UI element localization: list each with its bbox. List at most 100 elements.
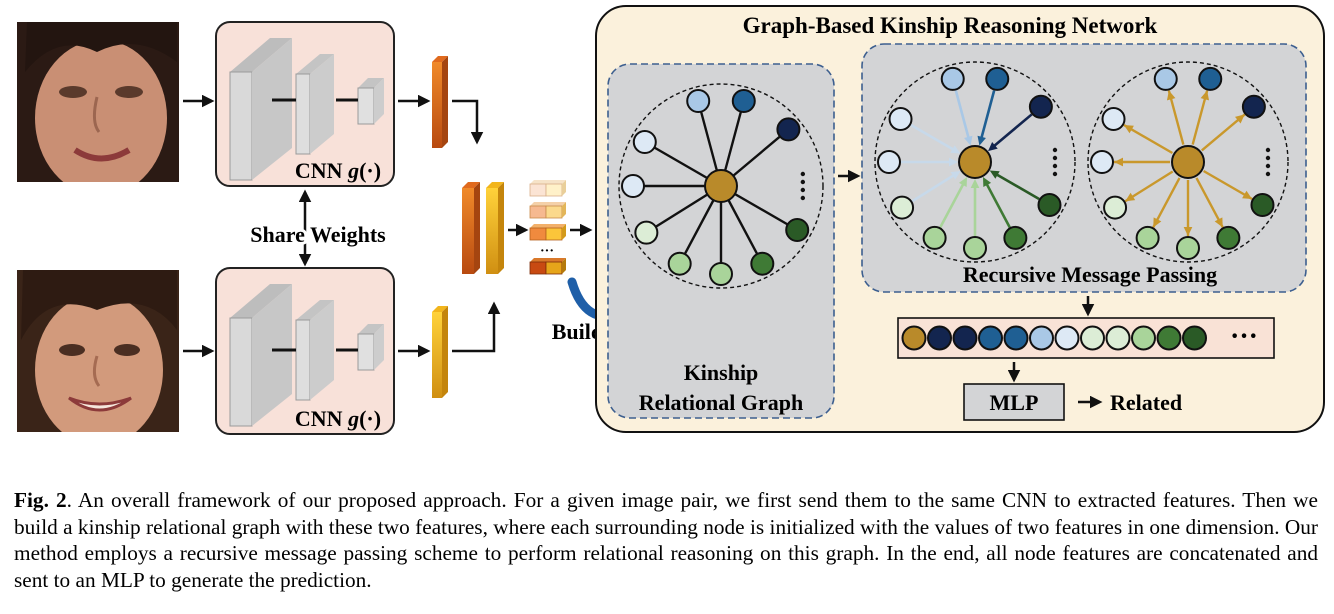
node-feature-circle — [1156, 325, 1182, 351]
outgoing-message-edge — [1202, 169, 1253, 201]
node-feature-circle — [978, 325, 1003, 351]
graph-node — [1003, 225, 1028, 250]
incoming-message-arrowhead — [988, 141, 998, 152]
incoming-message-arrowhead — [950, 171, 961, 180]
outgoing-message-arrowhead — [1214, 217, 1223, 228]
outgoing-message-arrowhead — [1166, 90, 1176, 101]
graph-node — [632, 130, 657, 154]
graph-node — [1037, 193, 1062, 217]
graph-ellipsis-dot — [1265, 163, 1271, 169]
outgoing-message-edge — [1191, 90, 1209, 145]
face-image-top — [17, 22, 179, 182]
graph-ellipsis-dot — [1265, 171, 1271, 177]
caption-text: . An overall framework of our proposed a… — [14, 488, 1319, 592]
incoming-message-arrowhead — [964, 135, 973, 146]
graph-node — [890, 195, 915, 220]
graph-node — [1176, 236, 1200, 260]
output-label: Related — [1110, 390, 1182, 415]
incoming-message-edge — [954, 90, 971, 142]
graph-ellipsis-dot — [1265, 155, 1271, 161]
graph-node — [985, 66, 1010, 91]
graph-node — [776, 117, 801, 142]
incoming-message-arrowhead — [977, 135, 986, 146]
node-feature-circle — [1131, 325, 1156, 351]
graph-node — [621, 174, 645, 198]
graph-node — [1028, 94, 1053, 119]
share-weights-label: Share Weights — [250, 222, 386, 247]
graph-node — [667, 251, 692, 276]
outgoing-message-edge — [1152, 177, 1181, 228]
mlp-box — [963, 383, 1065, 421]
message-passing-broadcast-graph — [1087, 61, 1289, 263]
graph-node — [785, 218, 810, 242]
graph-node — [731, 88, 756, 113]
graph-node — [1250, 193, 1275, 217]
outgoing-message-arrowhead — [1242, 190, 1253, 199]
incoming-message-edge — [911, 172, 958, 203]
figure-caption: Fig. 2. An overall framework of our prop… — [14, 487, 1318, 593]
incoming-message-arrowhead — [982, 177, 992, 188]
graph-node — [940, 66, 965, 91]
graph-boundary — [618, 83, 824, 289]
node-feature-circle — [1003, 325, 1029, 351]
incoming-message-arrowhead — [950, 145, 961, 154]
incoming-message-edge — [939, 180, 966, 228]
network-title: Graph-Based Kinship Reasoning Network — [743, 13, 1158, 38]
caption-label: Fig. 2 — [14, 488, 67, 512]
graph-node — [1216, 225, 1241, 250]
incoming-message-edge — [991, 113, 1033, 149]
outgoing-message-edge — [1124, 170, 1174, 203]
graph-node — [1153, 66, 1178, 91]
incoming-message-arrowhead — [958, 177, 968, 188]
kinship-relational-graph — [618, 83, 824, 289]
graph-node — [877, 150, 901, 174]
node-feature-ellipsis: ··· — [1230, 321, 1258, 352]
graph-node — [1241, 94, 1266, 119]
graph-ellipsis-dot — [800, 195, 806, 201]
cnn-label-top: CNN g(·) — [295, 158, 381, 183]
node-feature-circle — [901, 325, 927, 351]
outgoing-message-arrowhead — [1200, 90, 1210, 101]
graph-node — [1101, 107, 1126, 131]
feature-vector-bottom — [432, 306, 448, 398]
node-feature-circle — [952, 325, 978, 351]
graph-ellipsis-dot — [800, 171, 806, 177]
node-feature-circle — [1080, 325, 1105, 351]
node-feature-circle — [1029, 325, 1054, 351]
graph-boundary — [1087, 61, 1289, 263]
incoming-message-edge — [984, 180, 1011, 228]
outgoing-message-edge — [1123, 123, 1174, 155]
outgoing-message-arrowhead — [1114, 157, 1124, 167]
outgoing-message-arrowhead — [1125, 192, 1136, 202]
outgoing-message-arrowhead — [1183, 226, 1193, 236]
graph-node — [922, 225, 947, 250]
node-feature-circle — [927, 325, 952, 351]
incoming-message-arrowhead — [970, 179, 980, 189]
outgoing-message-edge — [1195, 177, 1224, 228]
cnn-label-bottom: CNN g(·) — [295, 406, 381, 431]
node-feature-circle — [1105, 325, 1131, 351]
graph-node — [963, 236, 987, 260]
graph-node — [1103, 195, 1128, 220]
kinship-graph-label-line1: Kinship — [684, 360, 759, 385]
graph-node — [634, 220, 659, 245]
graph-node — [709, 262, 733, 286]
graph-center-node — [704, 169, 738, 203]
graph-ellipsis-dot — [1052, 171, 1058, 177]
cnn-box-top: CNN g(·) — [215, 21, 395, 187]
graph-ellipsis-dot — [800, 179, 806, 185]
graph-center-node — [1171, 145, 1205, 179]
mlp-label: MLP — [990, 390, 1039, 415]
node-feature-circles — [901, 325, 1207, 351]
feature-vector-top — [432, 56, 448, 148]
graph-ellipsis-dot — [1052, 147, 1058, 153]
outgoing-message-edge — [1167, 90, 1185, 145]
incoming-message-arrowhead — [948, 157, 958, 167]
graph-center-node — [958, 145, 992, 179]
message-passing-label: Recursive Message Passing — [963, 262, 1217, 287]
message-passing-panel — [861, 43, 1307, 293]
incoming-message-arrowhead — [989, 170, 1000, 179]
outgoing-message-arrowhead — [1234, 114, 1245, 124]
graph-node — [1198, 66, 1223, 91]
incoming-message-edge — [993, 171, 1040, 201]
